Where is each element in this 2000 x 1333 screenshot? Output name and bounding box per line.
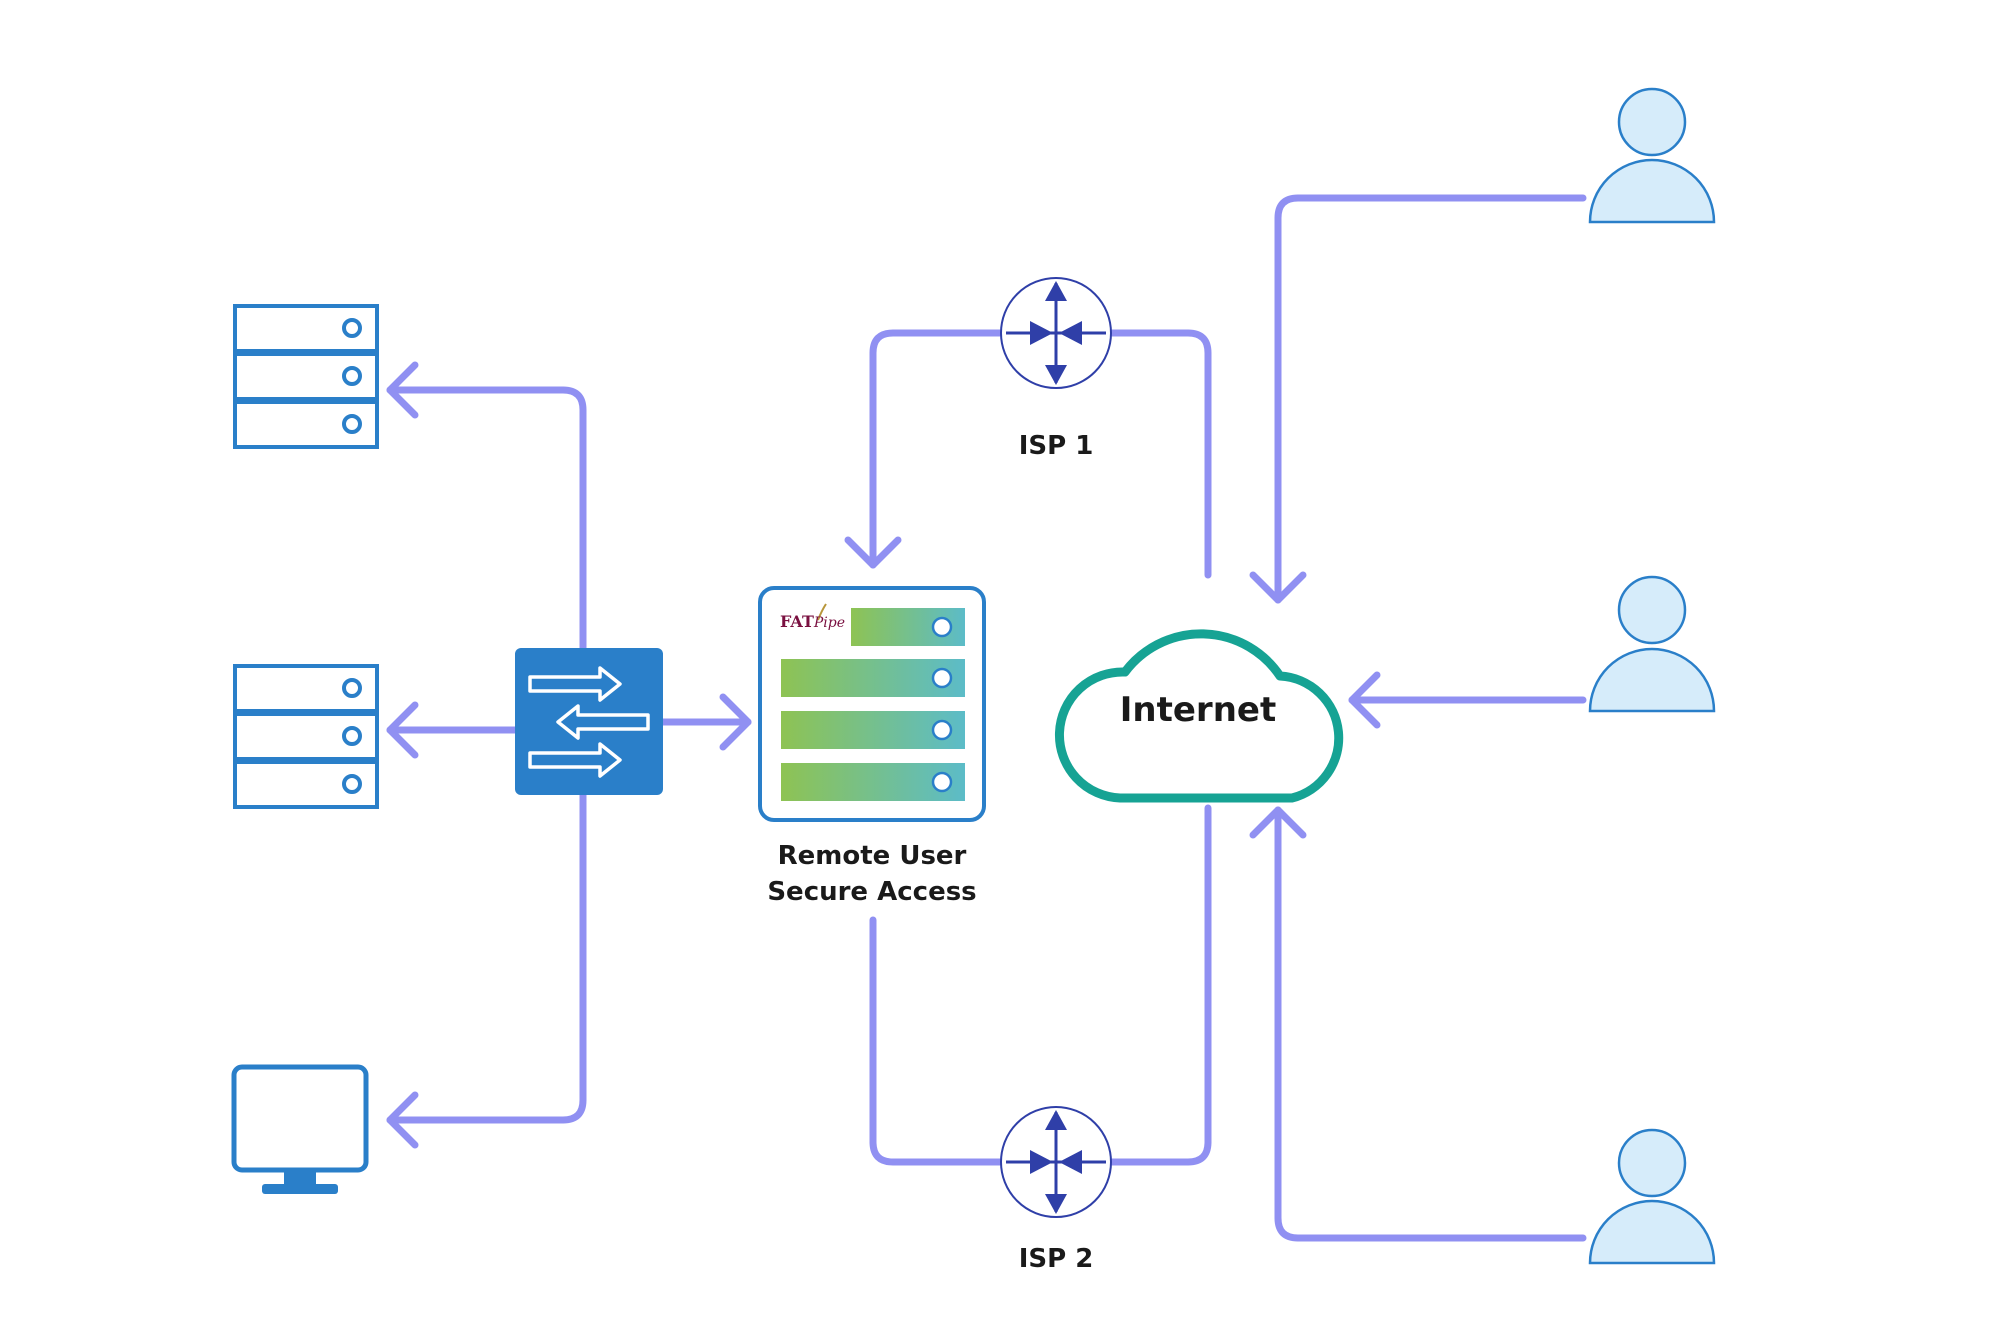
remote-access-appliance-icon (758, 586, 986, 822)
logo-swoosh (817, 603, 827, 621)
router-isp2-icon (1000, 1106, 1112, 1218)
internet-cloud-icon (1055, 629, 1344, 803)
connectors (386, 194, 1587, 1242)
fatpipe-logo: FATPipe (780, 612, 845, 632)
wire-isp1-to-internet (1108, 329, 1212, 579)
server-stack-top-icon (233, 304, 379, 449)
wire-isp1-to-appliance (869, 329, 1004, 569)
switch-icon (515, 648, 663, 795)
wire-isp2-to-internet (1108, 804, 1212, 1166)
internet-label: Internet (1119, 690, 1277, 730)
remote-access-label-line1: Remote User (777, 841, 967, 871)
arrowhead-server-middle (386, 701, 419, 759)
user-top-icon (1588, 87, 1716, 224)
arrowhead-internet-bottom (1249, 806, 1307, 839)
isp1-label: ISP 1 (1018, 431, 1094, 461)
arrowhead-appliance (719, 693, 752, 751)
wire-switch-to-monitor (386, 791, 587, 1124)
remote-access-label: Remote User Secure Access (712, 838, 1032, 910)
isp2-label: ISP 2 (1018, 1244, 1094, 1274)
user-middle-icon (1588, 575, 1716, 713)
fatpipe-logo-pipe: Pipe (813, 615, 846, 631)
router-isp1-icon (1000, 277, 1112, 389)
server-stack-middle-icon (233, 664, 379, 809)
wire-user-bottom (1274, 806, 1587, 1242)
arrowhead-appliance-top (844, 536, 902, 569)
arrowhead-internet-top (1249, 571, 1307, 604)
fatpipe-logo-fat: FAT (780, 612, 814, 631)
user-bottom-icon (1588, 1128, 1716, 1265)
remote-access-label-line2: Secure Access (767, 877, 977, 907)
wire-switch-to-server-top (386, 386, 587, 652)
monitor-icon (231, 1064, 369, 1194)
arrowhead-internet-right (1348, 671, 1381, 729)
arrowhead-monitor (386, 1091, 419, 1149)
arrowhead-server-top (386, 361, 419, 419)
wire-user-top (1274, 194, 1587, 604)
wire-appliance-to-isp2 (869, 916, 1004, 1166)
